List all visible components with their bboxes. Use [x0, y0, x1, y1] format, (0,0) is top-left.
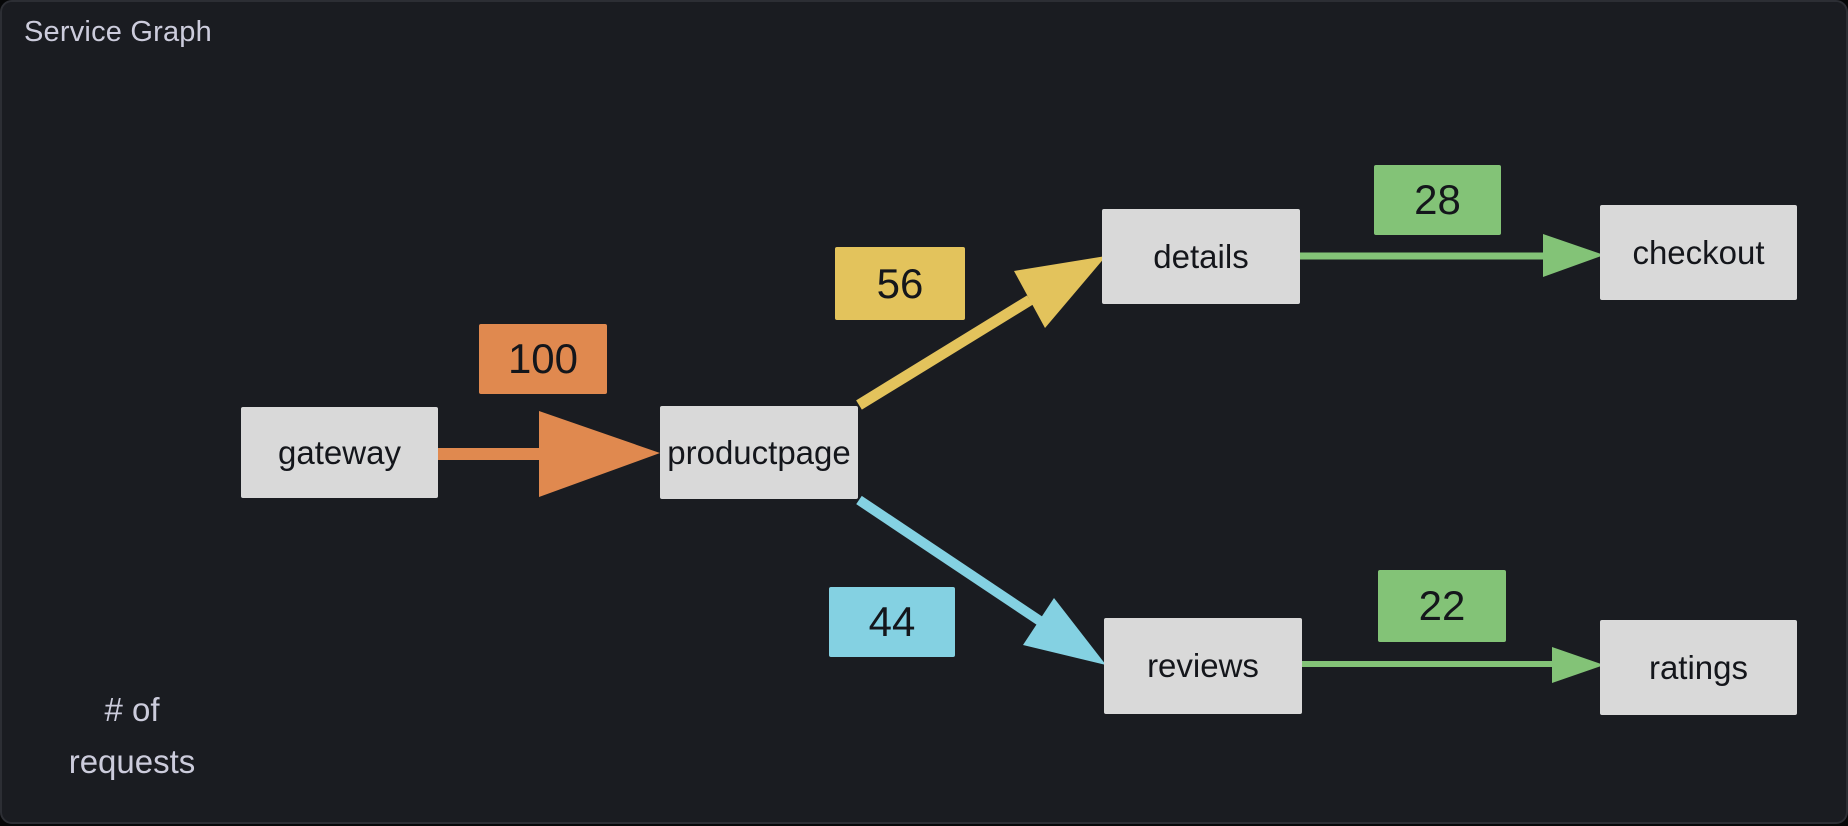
edge-value-productpage-details[interactable]: 56 [835, 247, 965, 320]
edge-value-productpage-reviews[interactable]: 44 [829, 587, 955, 657]
node-label: reviews [1147, 647, 1259, 684]
edge-reviews-ratings[interactable] [1302, 647, 1604, 683]
node-label: productpage [667, 433, 851, 471]
edge-line [856, 295, 1033, 410]
node-label: gateway [278, 433, 401, 471]
edge-arrowhead [1543, 234, 1604, 277]
edge-arrowhead [539, 411, 660, 497]
node-details[interactable]: details [1102, 209, 1300, 304]
node-label: ratings [1648, 648, 1749, 686]
edge-gateway-productpage[interactable] [438, 411, 660, 497]
edge-productpage-details[interactable] [856, 256, 1106, 410]
node-reviews[interactable]: reviews [1104, 618, 1302, 714]
node-productpage[interactable]: productpage [660, 406, 858, 499]
node-gateway[interactable]: gateway [241, 407, 438, 498]
requests-caption-line2: requests [68, 743, 196, 780]
node-label: details [1153, 237, 1249, 275]
requests-caption: # of requests [44, 684, 220, 788]
edge-line [856, 495, 1043, 626]
edge-value-details-checkout[interactable]: 28 [1374, 165, 1501, 235]
edge-arrowhead [1014, 256, 1106, 328]
edge-productpage-reviews[interactable] [856, 495, 1106, 665]
edge-arrowhead [1023, 598, 1106, 665]
edge-details-checkout[interactable] [1300, 234, 1604, 277]
node-label: checkout [1632, 233, 1765, 271]
panel-title: Service Graph [24, 16, 212, 48]
edge-value-gateway-productpage[interactable]: 100 [479, 324, 607, 394]
edge-value-reviews-ratings[interactable]: 22 [1378, 570, 1506, 642]
edge-arrowhead [1552, 647, 1604, 683]
requests-caption-line1: # of [104, 691, 160, 728]
node-checkout[interactable]: checkout [1600, 205, 1797, 300]
node-ratings[interactable]: ratings [1600, 620, 1797, 715]
